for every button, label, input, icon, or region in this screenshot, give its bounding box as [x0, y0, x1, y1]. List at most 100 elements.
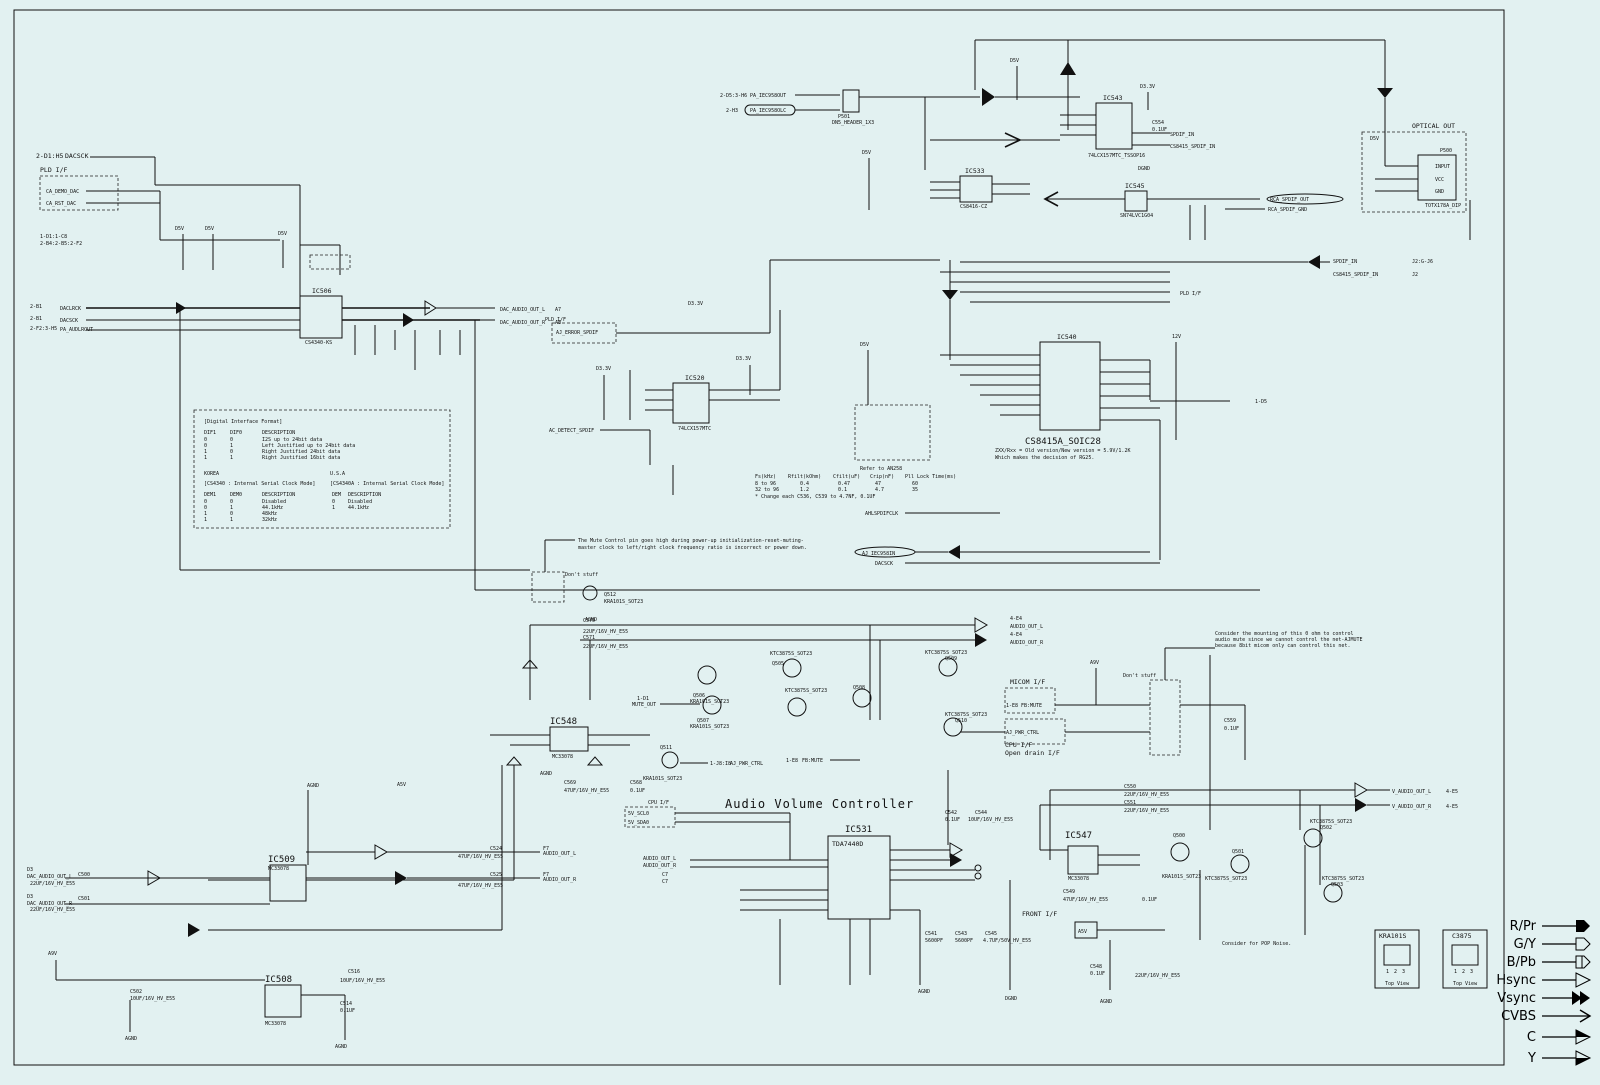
transistor-ref: Q501 [1232, 849, 1244, 855]
sheet-border [13, 9, 1505, 1066]
cap-value: 5600PF [925, 938, 943, 944]
cap-value: 22UF/16V_HV_E55 [583, 644, 628, 650]
section-pld-if: PLD I/F [40, 166, 67, 174]
net-label: DACSCK [65, 152, 89, 160]
ground-label: DGND [1005, 996, 1017, 1002]
chip-ref: IC543 [1103, 94, 1123, 102]
port-label: 4-E4 [1010, 632, 1022, 638]
cap-value: 22UF/16V_HV_E55 [30, 907, 75, 913]
dif-title: [Digital Interface Format] [204, 419, 282, 425]
package-caption: Top View [1385, 981, 1410, 987]
chip-part: 74LCX157MTC_TSSOP16 [1088, 153, 1145, 159]
refer-block: D5V Refer to AN258 [854, 342, 931, 472]
package-title: KRA101S [1379, 932, 1406, 940]
connector-ref: P501 [838, 114, 850, 120]
legend-g-y: G/Y [1514, 937, 1591, 952]
svg-text:2: 2 [1462, 969, 1465, 975]
svg-text:3: 3 [1402, 969, 1405, 975]
filled-double-arrow-icon [1572, 991, 1590, 1005]
cap-value: 0.1UF [1090, 971, 1105, 977]
transistor-part: KRA101S_SOT23 [604, 599, 643, 605]
consider-pop-note: Consider for POP Noise. [1222, 941, 1291, 947]
port-label: 2-D5:3-H6 [720, 93, 747, 99]
svg-text:0.4: 0.4 [800, 481, 809, 487]
svg-text:0: 0 [230, 499, 233, 505]
chip-ref: IC509 [268, 855, 295, 865]
chip-part: MC33078 [1068, 876, 1089, 882]
cap-ref: C501 [78, 896, 90, 902]
supply-label: D5V [278, 231, 287, 237]
port-label: 2-F2:3-H5 [30, 326, 57, 332]
net-label: AJ_IEC958IN [862, 551, 895, 557]
port-label: 2-H3 [726, 108, 738, 114]
chip-part: TDA7440D [832, 840, 863, 848]
supply-label: D5V [860, 342, 869, 348]
cap-value: 47UF/16V_HV_E55 [458, 883, 503, 889]
legend-y: Y [1527, 1050, 1592, 1066]
pld-if-block: 2-D1:H5 DACSCK PLD I/F CA_DEMO_DAC CA_RS… [30, 152, 301, 333]
svg-text:DEM: DEM [332, 492, 341, 498]
cap-value: 4.7UF/50V_HV_E55 [983, 938, 1031, 944]
net-label: SPDIF_IN [1333, 259, 1357, 265]
svg-text:32 to 96: 32 to 96 [755, 487, 779, 493]
chip-part: CS8416-CZ [960, 204, 987, 210]
svg-text:C: C [1527, 1030, 1536, 1045]
ground-label: DGND [1138, 166, 1150, 172]
ic533: D5V IC533 CS8416-CZ [862, 150, 1030, 210]
svg-text:1: 1 [230, 517, 233, 523]
cap-ref: C568 [630, 780, 642, 786]
net-label: PA_AUDLROUT [60, 327, 93, 333]
net-label: DAC_AUDIO_OUT_R [27, 901, 73, 907]
cap-value: 10UF/16V_HV_E55 [968, 817, 1013, 823]
svg-text:47: 47 [875, 481, 881, 487]
ic506-support: D5V D5V D5V [175, 226, 351, 275]
connector-part: DN5_HEADER_1X3 [832, 120, 874, 126]
transistor-part: KRA101S_SOT23 [690, 699, 729, 705]
net-label: DACSCK [60, 318, 78, 324]
net-label: AUDIO_OUT_L [643, 856, 676, 862]
svg-text:4.7: 4.7 [875, 487, 884, 493]
supply-label: D5V [175, 226, 184, 232]
filter-note: * Change each C536, C539 to 4.7NF, 0.1UF [755, 494, 875, 500]
net-label: MUTE_OUT [632, 702, 656, 708]
net-label: CS8415_SPDIF_IN [1170, 144, 1215, 150]
port-label: 1-D1:1-C8 [40, 234, 67, 240]
svg-text:0: 0 [204, 437, 207, 443]
cap-ref: C559 [1224, 718, 1236, 724]
cap-value: 10UF/16V_HV_E55 [130, 996, 175, 1002]
cap-ref: C548 [1090, 964, 1102, 970]
cap-ref: C551 [1124, 800, 1136, 806]
chip-part: CS4340-KS [305, 340, 332, 346]
svg-text:R/Pr: R/Pr [1510, 919, 1537, 934]
svg-text:0: 0 [230, 449, 233, 455]
ic545-block: IC545 SN74LVC1G04 RCA_SPDIF_OUT RCA_SPDI… [1043, 182, 1344, 240]
note-line: master clock to left/right clock frequen… [578, 545, 807, 551]
transistor-ref: Q502 [1320, 825, 1332, 831]
cap-value: 22UF/16V_HV_E55 [1124, 792, 1169, 798]
port-label: 1-D1 [637, 696, 649, 702]
outline-pentagon-arrow-icon [1575, 937, 1591, 951]
cap-ref: C500 [78, 872, 90, 878]
net-label: DACSCK [875, 561, 893, 567]
supply-label: D5V [862, 150, 871, 156]
cap-ref: C525 [490, 872, 502, 878]
dif-col-header: DIF0 [230, 430, 242, 436]
chip-part: 74LCX157MTC [678, 426, 711, 432]
net-label: AC_DETECT_SPDIF [549, 428, 594, 434]
cap-ref: C549 [1063, 889, 1075, 895]
cap-ref: C543 [955, 931, 967, 937]
section-pld-if-3: PLD I/F [1180, 291, 1201, 297]
transistor-ref: Q512 [604, 592, 616, 598]
cap-value: 47UF/16V_HV_E55 [564, 788, 609, 794]
transistor-ref: Q506 [693, 693, 705, 699]
chip-part: CS8415A_SOIC28 [1025, 437, 1101, 447]
supply-label: D5V [1370, 136, 1379, 142]
pin-label: VCC [1435, 177, 1444, 183]
svg-text:1: 1 [204, 455, 207, 461]
net-label: CA_DEMO_DAC [46, 189, 79, 195]
legend-c: C [1527, 1029, 1592, 1045]
ic548: IC548 MC33078 AGND C569 47UF/16V_HV_E55 … [208, 717, 763, 931]
iec958-lines: AHLSPDIFCLK AJ_IEC958IN DACSCK [854, 511, 1160, 567]
